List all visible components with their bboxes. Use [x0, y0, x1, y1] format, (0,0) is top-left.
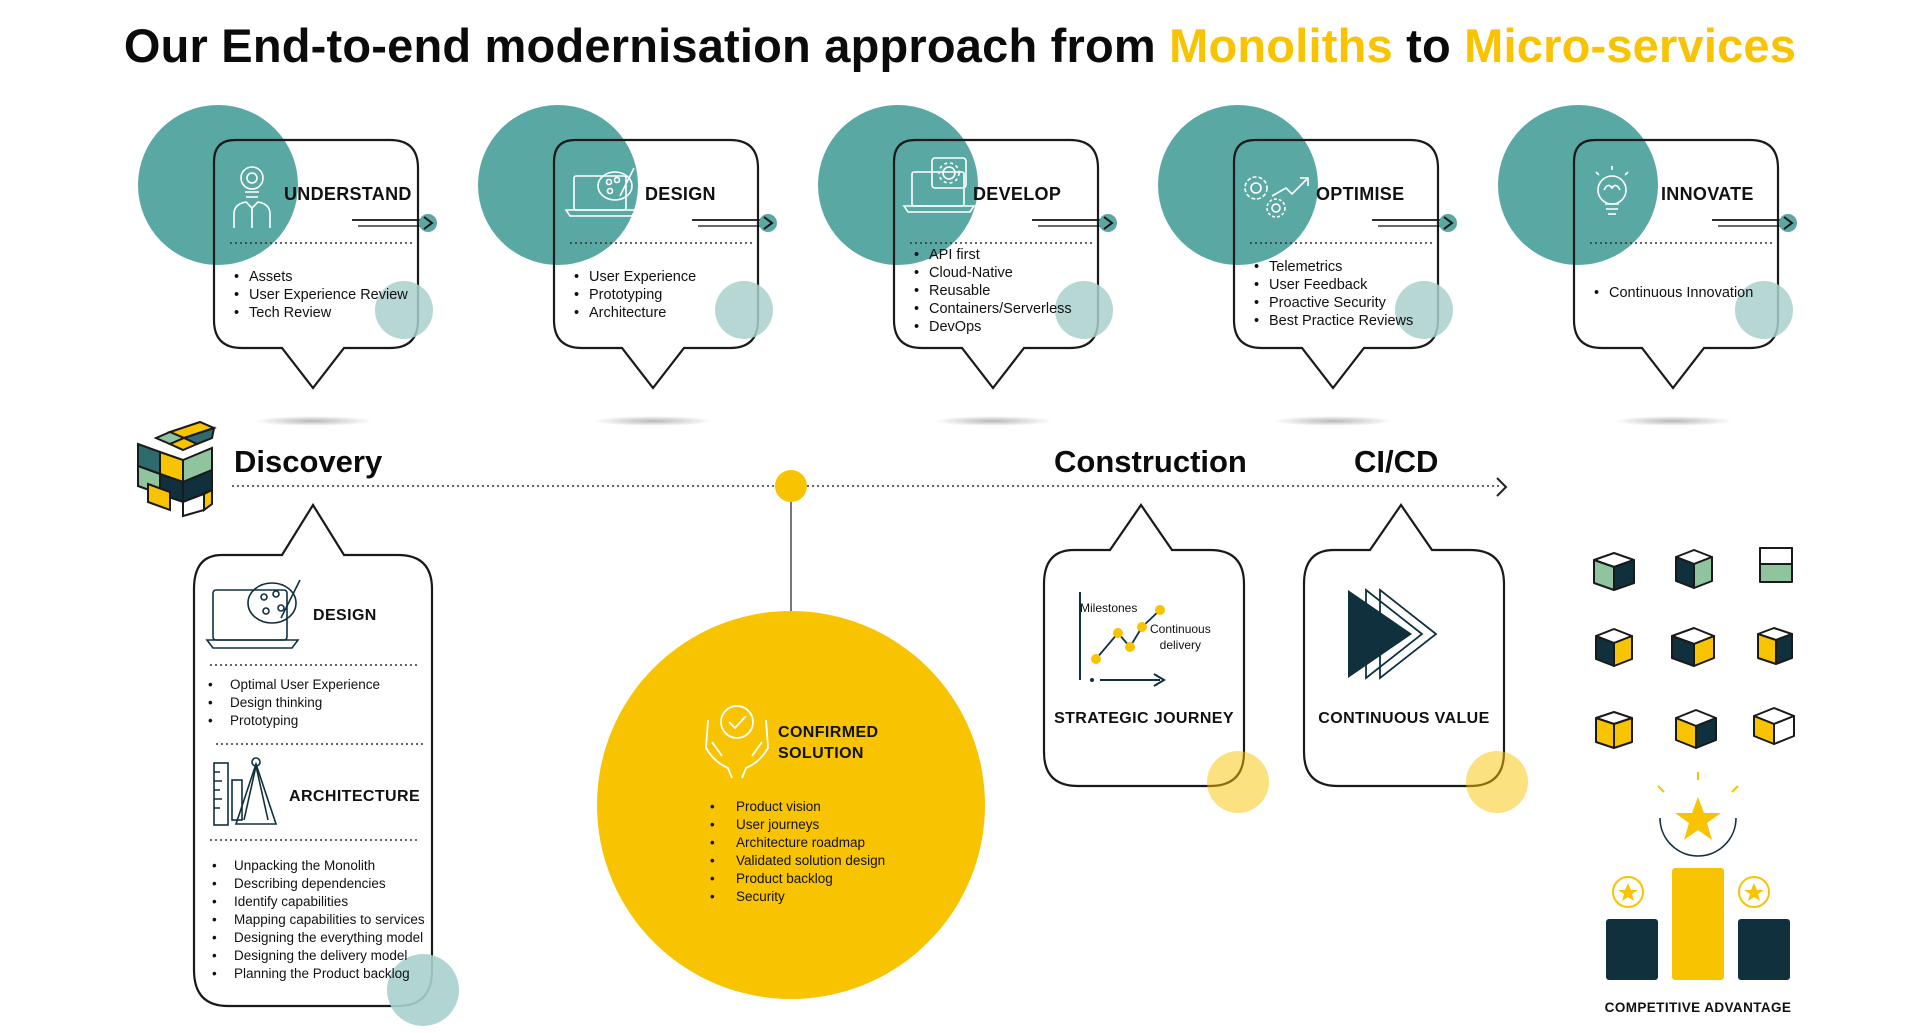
gears-chart-icon [1244, 176, 1309, 218]
phase-discovery: Discovery [234, 444, 383, 479]
card-title-develop: DEVELOP [973, 184, 1062, 204]
cubes-grid [1593, 547, 1795, 749]
discovery-architecture-list: Unpacking the Monolith Describing depend… [210, 857, 425, 983]
list-item: Containers/Serverless [912, 300, 1072, 318]
card-understand [138, 105, 437, 390]
confirmed-list: Product vision User journeys Architectur… [708, 798, 885, 906]
title-part2: to [1392, 19, 1465, 72]
design-list: User Experience Prototyping Architecture [572, 268, 696, 322]
list-item: Tech Review [232, 304, 408, 322]
list-item: Identify capabilities [210, 893, 425, 911]
phase-cicd: CI/CD [1354, 444, 1439, 479]
list-item: Proactive Security [1252, 294, 1413, 312]
strategic-milestones-label: Milestones [1080, 601, 1138, 615]
lightbulb-brain-icon [1595, 166, 1629, 215]
list-item: User Experience [572, 268, 696, 286]
drafting-tools-icon [213, 757, 278, 826]
list-item: Designing the everything model [210, 929, 425, 947]
card-title-optimise: OPTIMISE [1316, 184, 1405, 204]
confirmed-title: CONFIRMED SOLUTION [778, 722, 878, 764]
list-item: Describing dependencies [210, 875, 425, 893]
title-highlight-microservices: Micro-services [1464, 19, 1797, 72]
cube-icon [1671, 627, 1715, 667]
optimise-list: Telemetrics User Feedback Proactive Secu… [1252, 258, 1413, 330]
list-item: Cloud-Native [912, 264, 1072, 282]
milestone-dot [775, 470, 807, 502]
continuous-value-card [1302, 503, 1528, 813]
discovery-design-title: DESIGN [313, 607, 377, 624]
strategic-journey-card [1042, 503, 1269, 813]
list-item: Unpacking the Monolith [210, 857, 425, 875]
list-item: Validated solution design [708, 852, 885, 870]
laptop-palette-icon [564, 167, 638, 217]
discovery-card [192, 502, 459, 1026]
continuous-line2: delivery [1159, 638, 1202, 652]
cube-icon [1595, 711, 1633, 749]
title-part1: Our End-to-end modernisation approach fr… [123, 19, 1170, 72]
laptop-palette-icon [205, 579, 301, 649]
lightbulb-person-icon [233, 166, 271, 228]
strategic-continuous-label: Continuous delivery [1150, 621, 1211, 653]
hands-check-icon [705, 705, 769, 779]
list-item: Product vision [708, 798, 885, 816]
card-design [478, 105, 777, 390]
list-item: Reusable [912, 282, 1072, 300]
cube-icon [1759, 547, 1793, 583]
continuous-value-title: CONTINUOUS VALUE [1318, 710, 1490, 727]
list-item: Design thinking [206, 694, 380, 712]
list-item: User journeys [708, 816, 885, 834]
list-item: User Feedback [1252, 276, 1413, 294]
list-item: Best Practice Reviews [1252, 312, 1413, 330]
card-optimise [1158, 105, 1457, 390]
card-title-design: DESIGN [645, 184, 716, 204]
card-outline [212, 138, 420, 390]
list-item: Assets [232, 268, 408, 286]
card-innovate [1498, 105, 1797, 390]
discovery-architecture-title: ARCHITECTURE [289, 788, 421, 805]
cube-icon [1675, 549, 1713, 589]
phase-construction: Construction [1054, 444, 1247, 479]
page-title: Our End-to-end modernisation approach fr… [0, 18, 1920, 73]
list-item: Architecture [572, 304, 696, 322]
cube-icon [1593, 552, 1635, 591]
cube-icon [1757, 627, 1793, 665]
list-item: Mapping capabilities to services [210, 911, 425, 929]
discovery-design-list: Optimal User Experience Design thinking … [206, 676, 380, 730]
cube-icon [1595, 628, 1633, 667]
title-highlight-monoliths: Monoliths [1169, 19, 1393, 72]
competitive-advantage-title: COMPETITIVE ADVANTAGE [1604, 1000, 1792, 1015]
laptop-gear-icon [902, 157, 976, 213]
innovate-list: Continuous Innovation [1592, 284, 1753, 302]
cube-icon [1675, 709, 1717, 749]
list-item: Prototyping [572, 286, 696, 304]
milestone-chart-icon [1079, 592, 1166, 687]
list-item: DevOps [912, 318, 1072, 336]
list-item: Product backlog [708, 870, 885, 888]
list-item: Security [708, 888, 885, 906]
confirmed-title-line2: SOLUTION [778, 745, 864, 762]
cube-icon [1753, 707, 1795, 745]
fast-forward-icon [1348, 588, 1438, 680]
understand-list: Assets User Experience Review Tech Revie… [232, 268, 408, 322]
rubik-cube-icon [137, 420, 217, 518]
card-title-understand: UNDERSTAND [284, 184, 412, 204]
list-item: Prototyping [206, 712, 380, 730]
list-item: Telemetrics [1252, 258, 1413, 276]
list-item: User Experience Review [232, 286, 408, 304]
list-item: API first [912, 246, 1072, 264]
list-item: Optimal User Experience [206, 676, 380, 694]
develop-list: API first Cloud-Native Reusable Containe… [912, 246, 1072, 336]
timeline-arrow-icon [1496, 477, 1508, 497]
strategic-journey-title: STRATEGIC JOURNEY [1054, 710, 1234, 727]
teal-circle [138, 105, 298, 265]
podium-stars-icon [1606, 772, 1790, 980]
list-item: Designing the delivery model [210, 947, 425, 965]
confirmed-title-line1: CONFIRMED [778, 724, 879, 741]
card-title-innovate: INNOVATE [1661, 184, 1754, 204]
continuous-line1: Continuous [1150, 622, 1211, 636]
list-item: Planning the Product backlog [210, 965, 425, 983]
list-item: Continuous Innovation [1592, 284, 1753, 302]
list-item: Architecture roadmap [708, 834, 885, 852]
